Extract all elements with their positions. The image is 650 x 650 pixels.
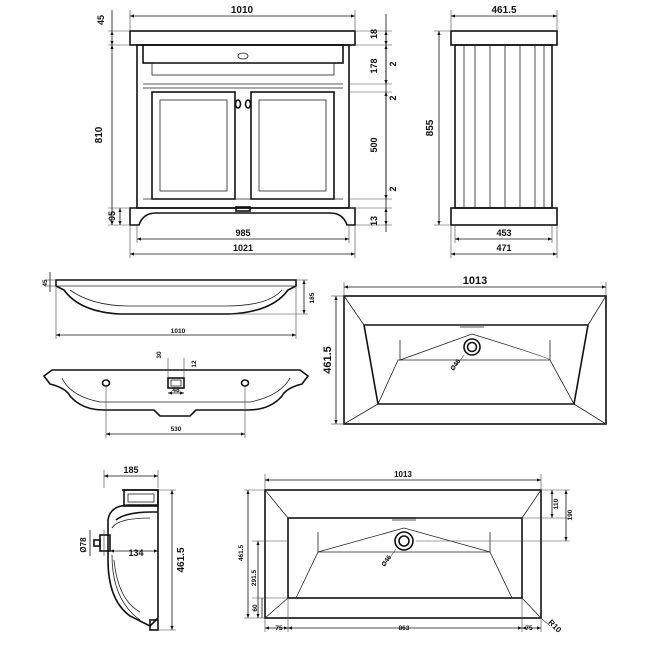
base-outer-width-label: 1021 bbox=[233, 243, 253, 253]
side-height-label: 855 bbox=[425, 119, 436, 136]
left-handle bbox=[234, 99, 242, 109]
basin-top-view: Ø46 1013 461.5 bbox=[322, 275, 607, 425]
side-plinth bbox=[450, 207, 558, 226]
basin-bowl bbox=[363, 324, 589, 405]
dim-12-label: 12 bbox=[191, 360, 198, 368]
plan-waste-inner bbox=[398, 535, 410, 547]
side-inner-depth-label: 453 bbox=[496, 228, 511, 238]
top-view-width-label: 1013 bbox=[463, 275, 487, 287]
drawer-rail bbox=[151, 62, 335, 76]
waste-inner bbox=[466, 341, 478, 353]
plan-dim-190: 190 bbox=[567, 509, 574, 520]
side-depth-label: 461.5 bbox=[491, 5, 516, 16]
fixing-hole-left bbox=[101, 379, 111, 387]
waste-outer bbox=[463, 338, 481, 356]
basin-width-label: 1010 bbox=[171, 328, 186, 335]
dim-2-b: 2 bbox=[388, 95, 398, 100]
total-height-label: 810 bbox=[94, 126, 105, 143]
plan-width-label: 1013 bbox=[394, 470, 412, 479]
plan-waste-outer bbox=[394, 531, 414, 551]
dim-48-label: 48 bbox=[172, 387, 180, 394]
plan-dim-110: 110 bbox=[553, 498, 560, 509]
plinth-height-label: 95 bbox=[107, 211, 117, 221]
dim-178: 178 bbox=[369, 58, 379, 73]
tap-hole bbox=[237, 52, 249, 60]
basin-top-outline bbox=[343, 295, 607, 425]
side-outer-depth-label: 471 bbox=[496, 243, 511, 253]
dim-13: 13 bbox=[369, 216, 379, 226]
right-door bbox=[250, 91, 335, 200]
overflow-slot bbox=[167, 377, 185, 389]
top-thickness-label: 45 bbox=[96, 15, 106, 25]
plan-radius-label: R10 bbox=[546, 618, 563, 635]
section-depth-label: 185 bbox=[123, 465, 138, 475]
side-panel bbox=[454, 44, 553, 209]
dim-30-label: 30 bbox=[156, 351, 163, 359]
basin-thickness-label: 45 bbox=[42, 279, 49, 287]
dim-2-c: 2 bbox=[388, 186, 398, 191]
base-inner-width-label: 985 bbox=[235, 228, 250, 238]
basin-rim bbox=[142, 44, 344, 64]
plan-dim-60: 60 bbox=[252, 604, 259, 612]
dim-530-label: 530 bbox=[171, 426, 182, 433]
plan-left-label: 75 bbox=[275, 625, 283, 632]
basin-front-view: 45 185 1010 bbox=[42, 272, 316, 339]
cabinet-body bbox=[136, 44, 350, 209]
fixing-hole-right bbox=[240, 379, 250, 387]
vanity-front-view: 1010 45 810 95 985 1021 18 bbox=[94, 5, 398, 258]
basin-underside-view: 30 12 48 530 bbox=[42, 351, 310, 438]
section-offset-label: 134 bbox=[128, 548, 143, 558]
plinth bbox=[129, 207, 356, 226]
plan-bowl bbox=[287, 517, 523, 599]
top-view-depth-label: 461.5 bbox=[322, 346, 334, 374]
basin-plan-view: Ø46 1013 110 190 461.5 291.5 60 75 863 7… bbox=[238, 470, 574, 635]
vanity-side-view: 461.5 855 453 471 bbox=[425, 5, 558, 258]
dim-18: 18 bbox=[369, 29, 379, 39]
right-handle bbox=[244, 99, 252, 109]
dim-2-a: 2 bbox=[388, 61, 398, 66]
section-rim bbox=[123, 489, 159, 507]
plan-right-label: 75 bbox=[525, 625, 533, 632]
basin-front-outline bbox=[55, 279, 297, 315]
section-height-label: 461.5 bbox=[176, 547, 187, 572]
plan-depth-label: 461.5 bbox=[238, 544, 245, 561]
section-outline bbox=[107, 489, 159, 627]
dim-500: 500 bbox=[369, 137, 379, 152]
plan-inner-label: 291.5 bbox=[251, 569, 258, 586]
countertop bbox=[129, 30, 356, 46]
plinth-label bbox=[235, 206, 251, 212]
left-door bbox=[151, 91, 236, 200]
plan-bowl-label: 863 bbox=[399, 625, 410, 632]
front-width-label: 1010 bbox=[231, 5, 254, 16]
basin-underside-outline bbox=[42, 369, 310, 417]
side-countertop bbox=[450, 30, 558, 46]
plan-waste-label: Ø46 bbox=[380, 554, 393, 568]
basin-section-view: 185 Ø78 134 461.5 bbox=[79, 465, 187, 631]
basin-height-label: 185 bbox=[309, 292, 316, 303]
section-waste-label: Ø78 bbox=[79, 537, 88, 553]
plan-outline bbox=[264, 489, 542, 619]
